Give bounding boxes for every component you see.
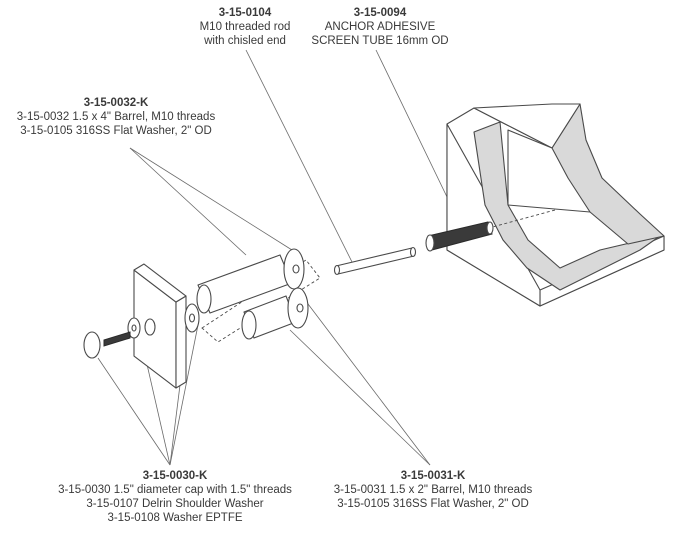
- callout-line: SCREEN TUBE 16mm OD: [311, 35, 449, 47]
- callout-anchor-adhesive: 3-15-0094 ANCHOR ADHESIVE SCREEN TUBE 16…: [300, 6, 460, 48]
- concrete-anchor-block: [446, 103, 665, 307]
- callout-line: 3-15-0108 Washer EPTFE: [107, 512, 243, 524]
- threaded-rod: [333, 246, 417, 276]
- callout-line: 3-15-0107 Delrin Shoulder Washer: [86, 498, 264, 510]
- callout-line: M10 threaded rod: [199, 21, 291, 33]
- leader-lines: [97, 49, 463, 466]
- adhesive-screen-tube: [425, 221, 494, 252]
- cap-plate: [133, 263, 187, 389]
- callout-line: 3-15-0105 316SS Flat Washer, 2" OD: [337, 498, 529, 510]
- callout-part-number: 3-15-0104: [218, 7, 272, 19]
- washer-small: [144, 318, 156, 336]
- callout-line: ANCHOR ADHESIVE: [324, 21, 436, 33]
- callout-cap-kit: 3-15-0030-K 3-15-0030 1.5" diameter cap …: [20, 469, 330, 525]
- callout-part-number: 3-15-0030-K: [142, 470, 208, 482]
- callout-line: 3-15-0031 1.5 x 2" Barrel, M10 threads: [333, 484, 533, 496]
- barrel-4in: [196, 248, 305, 314]
- callout-line: 3-15-0105 316SS Flat Washer, 2" OD: [20, 125, 212, 137]
- callout-part-number: 3-15-0094: [353, 7, 407, 19]
- callout-line: with chisled end: [204, 35, 286, 47]
- callout-part-number: 3-15-0032-K: [83, 97, 149, 109]
- callout-line: 3-15-0032 1.5 x 4" Barrel, M10 threads: [16, 111, 216, 123]
- callout-barrel-kit-4in: 3-15-0032-K 3-15-0032 1.5 x 4" Barrel, M…: [0, 96, 232, 138]
- delrin-shoulder-washer-hole: [131, 324, 137, 332]
- barrel-2in: [241, 287, 309, 340]
- callout-part-number: 3-15-0031-K: [400, 470, 466, 482]
- cap-screw: [83, 331, 131, 359]
- eptfe-washer-hole: [188, 313, 196, 323]
- callout-barrel-kit-2in: 3-15-0031-K 3-15-0031 1.5 x 2" Barrel, M…: [302, 469, 564, 511]
- callout-line: 3-15-0030 1.5" diameter cap with 1.5" th…: [58, 484, 292, 496]
- callout-threaded-rod: 3-15-0104 M10 threaded rod with chisled …: [180, 6, 310, 48]
